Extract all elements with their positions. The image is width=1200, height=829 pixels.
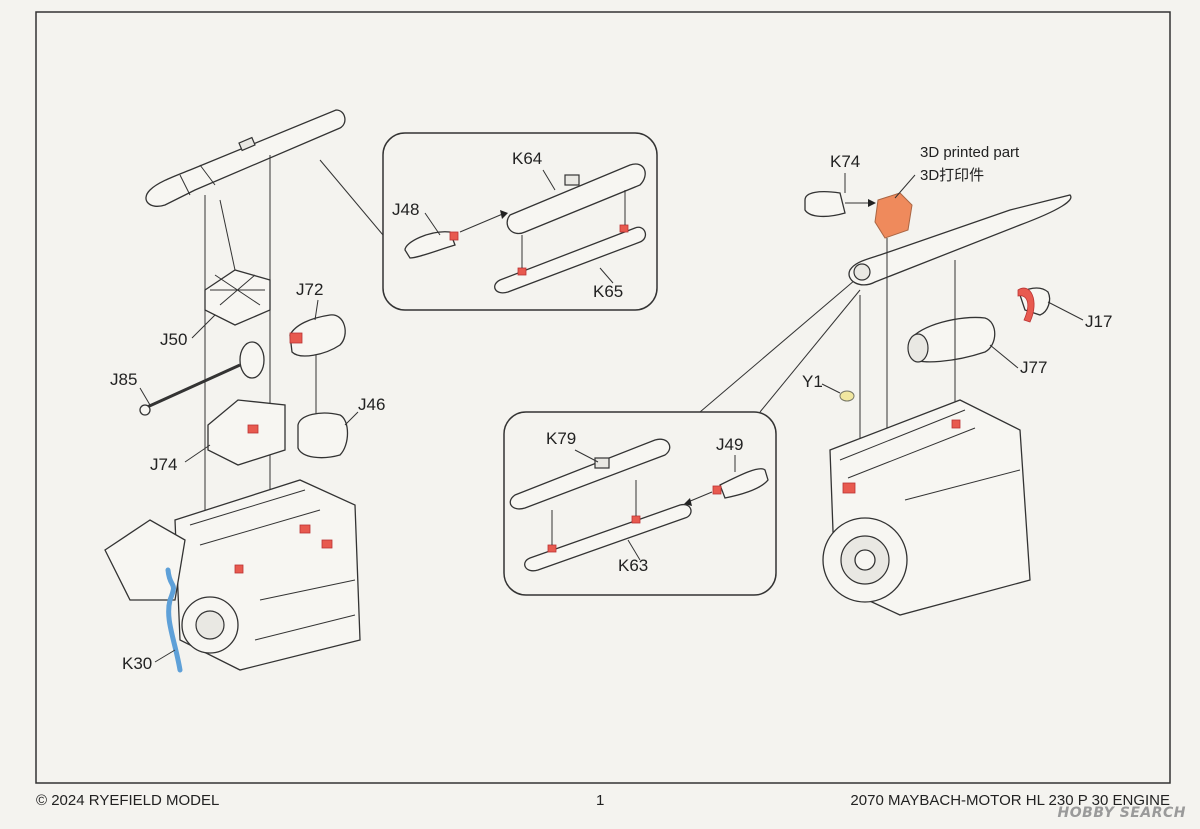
left-assembly bbox=[104, 109, 361, 673]
part-j50 bbox=[204, 269, 271, 326]
inset-top bbox=[319, 132, 658, 311]
part-y1 bbox=[839, 390, 855, 402]
right-assembly bbox=[804, 191, 1072, 616]
label-j17: J17 bbox=[1085, 312, 1112, 331]
label-y1: Y1 bbox=[802, 372, 823, 391]
watermark-logo: HOBBY SEARCH bbox=[1057, 805, 1186, 821]
part-k79 bbox=[509, 438, 671, 510]
label-printed-zh: 3D打印件 bbox=[920, 167, 984, 184]
label-j74: J74 bbox=[150, 455, 177, 474]
label-j50: J50 bbox=[160, 330, 187, 349]
part-k65 bbox=[494, 226, 647, 294]
label-j46: J46 bbox=[358, 395, 385, 414]
intake-manifold-left bbox=[145, 109, 346, 207]
label-j85: J85 bbox=[110, 370, 137, 389]
page-frame bbox=[35, 11, 1171, 784]
label-k74: K74 bbox=[830, 152, 860, 171]
part-k74 bbox=[804, 191, 846, 218]
part-j85 bbox=[144, 363, 241, 410]
printed-part bbox=[874, 192, 913, 239]
intake-manifold-right bbox=[848, 194, 1072, 286]
page-number: 1 bbox=[596, 792, 605, 809]
label-k64: K64 bbox=[512, 149, 542, 168]
label-j48: J48 bbox=[392, 200, 419, 219]
part-k64 bbox=[506, 163, 646, 235]
inset-bottom bbox=[503, 279, 861, 596]
label-k30: K30 bbox=[122, 654, 152, 673]
part-j74 bbox=[207, 399, 286, 466]
part-j49 bbox=[719, 468, 769, 499]
label-j49: J49 bbox=[716, 435, 743, 454]
label-printed-en: 3D printed part bbox=[920, 144, 1020, 161]
label-j77: J77 bbox=[1020, 358, 1047, 377]
footer-copyright: © 2024 RYEFIELD MODEL bbox=[36, 792, 220, 809]
label-k65: K65 bbox=[593, 282, 623, 301]
label-k63: K63 bbox=[618, 556, 648, 575]
part-k63 bbox=[524, 503, 692, 572]
label-j72: J72 bbox=[296, 280, 323, 299]
part-j77 bbox=[909, 316, 996, 363]
footer-product-title: 2070 MAYBACH-MOTOR HL 230 P 30 ENGINE bbox=[850, 792, 1170, 809]
label-k79: K79 bbox=[546, 429, 576, 448]
part-j72 bbox=[289, 314, 346, 357]
hose-k30 bbox=[165, 567, 183, 673]
part-j46 bbox=[297, 412, 349, 459]
part-j48 bbox=[404, 231, 456, 259]
